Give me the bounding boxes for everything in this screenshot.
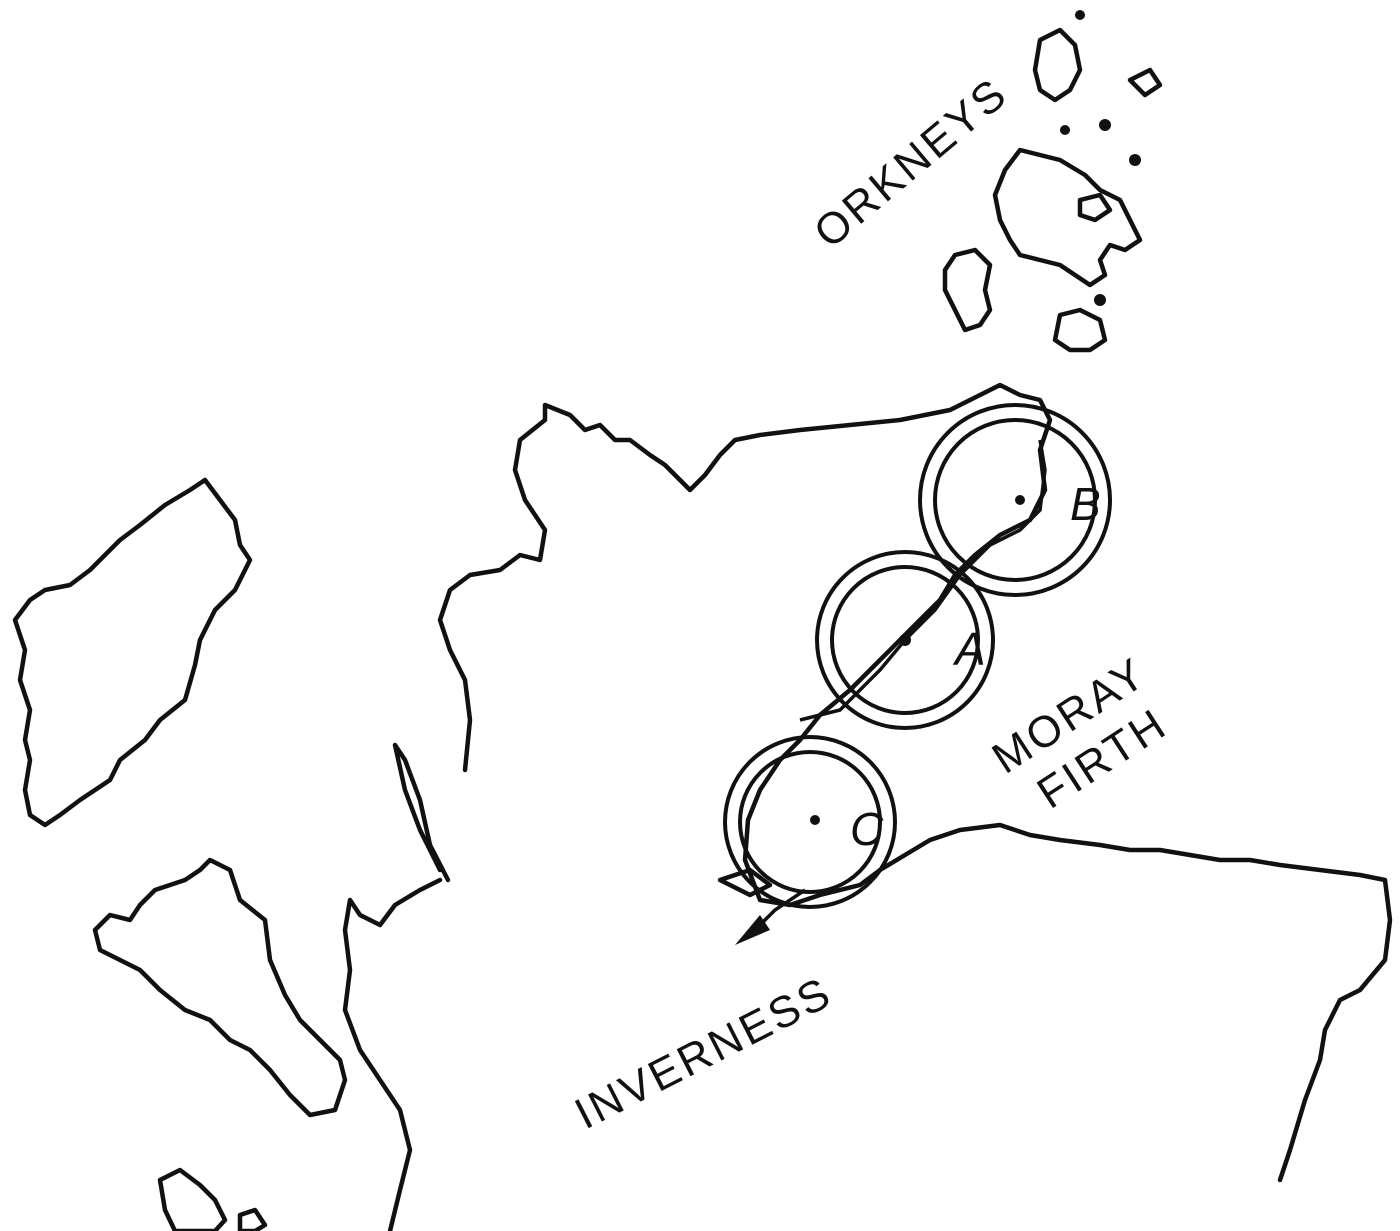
skye-island — [92, 857, 348, 1118]
inverness-arrow-icon — [717, 867, 806, 945]
survey-circle-b — [918, 403, 1112, 597]
label-orkneys: ORKNEYS — [805, 68, 1017, 257]
orkney-rousay — [1077, 192, 1113, 223]
zone-label-b: B — [1070, 478, 1101, 530]
zone-label-a: A — [952, 623, 986, 675]
small-island-south — [157, 1167, 228, 1231]
orkney-sanday — [1127, 67, 1163, 98]
orkney-islet-5 — [1075, 10, 1085, 20]
orkney-islet-1 — [1060, 125, 1070, 135]
label-inverness: INVERNESS — [567, 968, 840, 1139]
orkney-hoy — [942, 247, 993, 333]
lewis-island — [12, 477, 253, 828]
orkney-south-ronaldsay — [1052, 307, 1108, 353]
survey-circle-a — [815, 550, 995, 730]
orkney-islet-2 — [1099, 119, 1111, 131]
orkney-islet-4 — [1094, 294, 1106, 306]
orkney-westray — [1032, 27, 1083, 103]
survey-track-line — [799, 439, 1047, 722]
small-island-south-2 — [237, 1207, 268, 1231]
orkney-islet-3 — [1129, 154, 1141, 166]
survey-circle-c — [723, 735, 897, 909]
zone-label-c: C — [850, 803, 884, 855]
orkney-mainland — [992, 147, 1143, 288]
north-coastline — [392, 382, 1393, 1183]
west-coastline — [342, 877, 443, 1231]
